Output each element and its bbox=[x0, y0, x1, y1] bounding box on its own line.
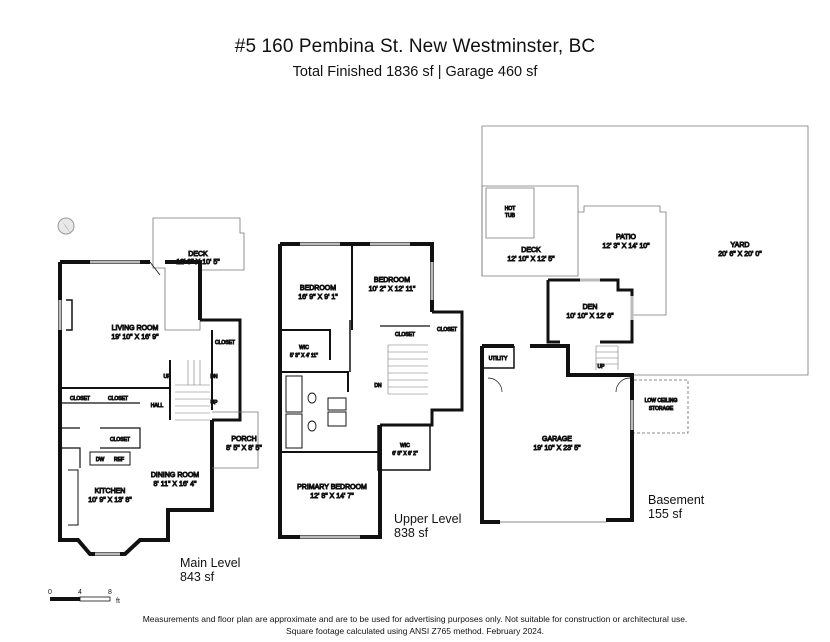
upper-closet-a-label: CLOSET bbox=[395, 332, 415, 338]
scale-tick-8: 8 bbox=[108, 589, 112, 596]
entry-closet-label: CLOSET bbox=[215, 340, 235, 346]
patio-label: PATIO bbox=[616, 234, 637, 241]
garage-dims: 19' 10" X 23' 5" bbox=[533, 445, 581, 452]
bedroom-1-dims: 16' 9" X 9' 1" bbox=[298, 294, 338, 301]
utility-label: UTILITY bbox=[489, 356, 508, 362]
storage-label-1: LOW CEILING bbox=[645, 398, 678, 404]
yard-dims: 20' 6" X 20' 0" bbox=[718, 251, 762, 258]
closet-c-label: CLOSET bbox=[110, 437, 130, 443]
upper-level-plan: BEDROOM 16' 9" X 9' 1" BEDROOM 10' 2" X … bbox=[278, 242, 464, 539]
dishwasher-label: DW bbox=[96, 457, 105, 463]
den-dims: 10' 10" X 12' 6" bbox=[566, 313, 614, 320]
wic-1-dims: 5' 3" X 4' 11" bbox=[290, 353, 318, 359]
main-deck-label: DECK bbox=[188, 251, 208, 258]
disclaimer-line-2: Square footage calculated using ANSI Z76… bbox=[286, 626, 544, 636]
upper-level-name: Upper Level bbox=[394, 512, 462, 526]
basement-area: 155 sf bbox=[648, 507, 683, 521]
garage-label: GARAGE bbox=[542, 436, 572, 443]
main-up-marker-2: UP bbox=[211, 400, 219, 406]
basement-caption: Basement 155 sf bbox=[648, 493, 704, 521]
primary-bedroom-label: PRIMARY BEDROOM bbox=[297, 484, 367, 491]
main-dn-marker: DN bbox=[210, 374, 218, 380]
storage-label-2: STORAGE bbox=[649, 406, 674, 412]
wic-2-label: WIC bbox=[400, 443, 410, 449]
scale-tick-4: 4 bbox=[78, 589, 82, 596]
compass-icon bbox=[57, 217, 75, 236]
yard-label: YARD bbox=[731, 242, 750, 249]
hot-tub-label-1: HOT bbox=[505, 206, 516, 212]
porch-dims: 8' 5" X 8' 5" bbox=[226, 445, 262, 452]
living-room-dims: 19' 10" X 16' 9" bbox=[111, 334, 159, 341]
upper-dn-marker: DN bbox=[374, 383, 382, 389]
main-level-caption: Main Level 843 sf bbox=[180, 556, 240, 584]
living-room-label: LIVING ROOM bbox=[112, 325, 159, 332]
refrigerator-label: REF bbox=[114, 457, 124, 463]
patio-dims: 12' 3" X 14' 10" bbox=[602, 243, 650, 250]
main-deck-dims: 12' 9" X 10' 5" bbox=[176, 259, 220, 266]
kitchen-dims: 10' 9" X 13' 8" bbox=[88, 497, 132, 504]
floor-plan-title: #5 160 Pembina St. New Westminster, BC bbox=[234, 36, 596, 57]
scale-tick-0: 0 bbox=[48, 589, 52, 596]
disclaimer-line-1: Measurements and floor plan are approxim… bbox=[142, 614, 688, 624]
upper-level-caption: Upper Level 838 sf bbox=[394, 512, 461, 540]
basement-deck-label: DECK bbox=[521, 247, 541, 254]
main-level-area: 843 sf bbox=[180, 570, 215, 584]
main-level-name: Main Level bbox=[180, 556, 241, 570]
bedroom-2-dims: 10' 2" X 12' 11" bbox=[369, 286, 416, 293]
dining-room-label: DINING ROOM bbox=[151, 472, 199, 479]
scale-bar: 0 4 8 ft bbox=[48, 589, 120, 605]
porch-label: PORCH bbox=[231, 436, 256, 443]
scale-unit: ft bbox=[116, 598, 120, 605]
basement-plan: HOT TUB DECK 12' 10" X 12' 5" PATIO 12' … bbox=[480, 125, 809, 524]
dining-room-dims: 8' 11" X 16' 4" bbox=[154, 481, 197, 488]
basement-deck-dims: 12' 10" X 12' 5" bbox=[507, 256, 555, 263]
upper-level-area: 838 sf bbox=[394, 526, 429, 540]
basement-up-marker: UP bbox=[598, 364, 606, 370]
main-level-plan: DECK 12' 9" X 10' 5" LIVING ROOM 19' 10"… bbox=[57, 217, 263, 556]
bedroom-2-label: BEDROOM bbox=[374, 277, 410, 284]
den-label: DEN bbox=[583, 304, 598, 311]
hot-tub-label-2: TUB bbox=[505, 213, 516, 219]
closet-a-label: CLOSET bbox=[70, 396, 90, 402]
bedroom-1-label: BEDROOM bbox=[300, 285, 336, 292]
kitchen-label: KITCHEN bbox=[95, 488, 126, 495]
wic-1-label: WIC bbox=[299, 345, 309, 351]
total-area-summary: Total Finished 1836 sf | Garage 460 sf bbox=[292, 64, 538, 80]
primary-bedroom-dims: 12' 8" X 14' 7" bbox=[310, 493, 354, 500]
wic-2-dims: 6' 8" X 6' 2" bbox=[392, 451, 418, 457]
upper-closet-b-label: CLOSET bbox=[437, 327, 457, 333]
hall-label: HALL bbox=[151, 403, 164, 409]
closet-b-label: CLOSET bbox=[108, 396, 128, 402]
main-up-marker: UP bbox=[164, 374, 172, 380]
basement-name: Basement bbox=[648, 493, 705, 507]
